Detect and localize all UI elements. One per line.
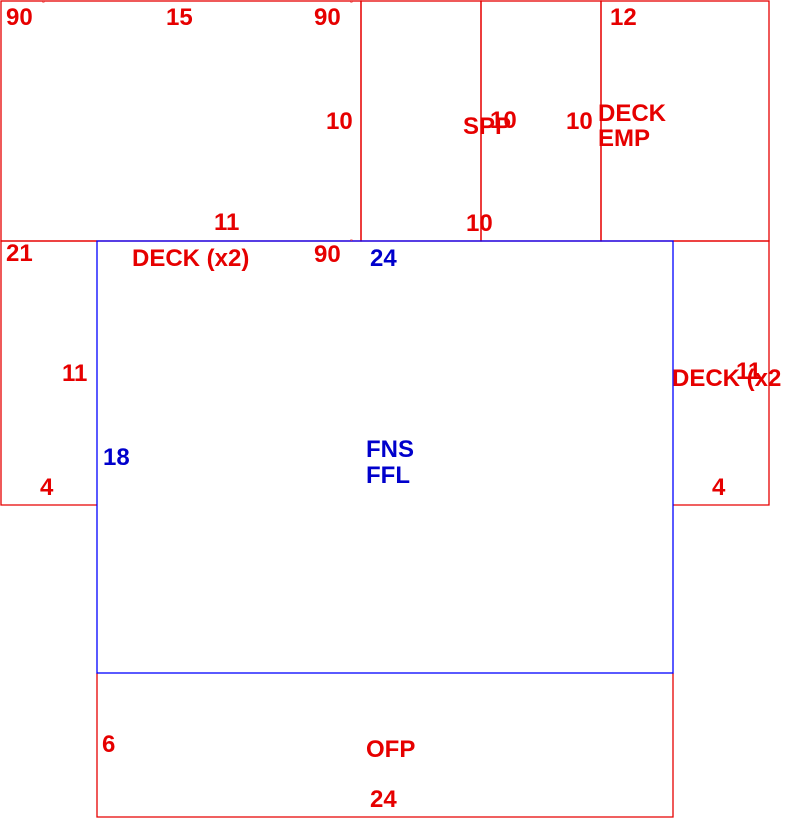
dimension-label: 10: [326, 108, 353, 135]
dimension-label: 11: [736, 358, 761, 385]
angle-label: 90: [314, 241, 341, 268]
dimension-label: 15: [166, 4, 193, 31]
dimension-label: 4: [712, 474, 726, 501]
area-label-deck-emp: EMP: [598, 125, 650, 152]
area-label-deck: DECK (x2: [672, 365, 781, 392]
area-label-spp: SPP: [463, 113, 511, 140]
dimension-label: 10: [466, 210, 493, 237]
degree-mark: °: [350, 0, 353, 8]
dimension-label: 11: [214, 209, 239, 236]
area-label-deck: DECK (x2): [132, 245, 249, 272]
angle-label: 90: [314, 4, 341, 31]
fns-main-area: [96, 240, 674, 674]
degree-mark: °: [350, 238, 353, 246]
area-label-ffl: FFL: [366, 462, 410, 489]
area-label-fns: FNS: [366, 436, 414, 463]
dimension-label: 18: [103, 444, 130, 471]
angle-label: 90: [6, 4, 33, 31]
dimension-label: 21: [6, 240, 33, 267]
dimension-label: 4: [40, 474, 54, 501]
dimension-label: 24: [370, 786, 397, 813]
dimension-label: 10: [566, 108, 593, 135]
dimension-label: 11: [62, 360, 87, 387]
deck-right-area: [673, 240, 770, 506]
dimension-label: 12: [610, 4, 637, 31]
dimension-label: 10: [490, 107, 517, 134]
ofp-area: [96, 673, 674, 818]
dimension-label: 6: [102, 731, 115, 758]
deck-left-area: [0, 240, 97, 506]
area-label-ofp: OFP: [366, 736, 415, 763]
degree-mark: °: [42, 0, 45, 8]
dimension-label: 24: [370, 245, 397, 272]
deck-top-left-area: [0, 0, 362, 242]
area-label-deck-emp: DECK: [598, 100, 667, 127]
